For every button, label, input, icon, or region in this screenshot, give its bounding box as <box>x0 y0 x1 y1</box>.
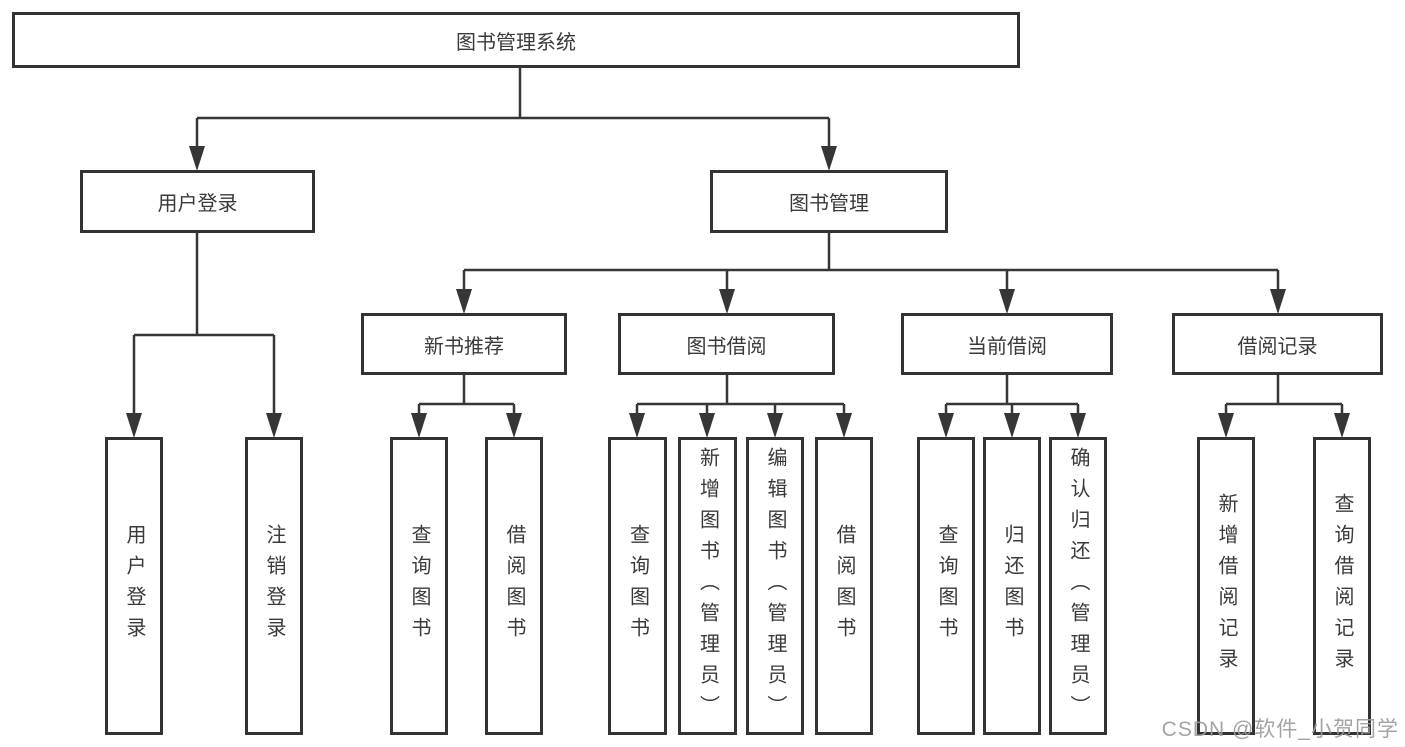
leaf-recommend-query-books: 查询图书 <box>390 437 448 735</box>
node-book-management: 图书管理 <box>710 170 948 233</box>
node-label: 图书管理 <box>789 193 869 215</box>
leaf-add-books-admin: 新增图书（管理员） <box>678 437 737 735</box>
leaf-label: 归还图书 <box>1001 524 1023 648</box>
leaf-label: 查询图书 <box>935 524 957 648</box>
leaf-label: 注销登录 <box>263 524 285 648</box>
leaf-borrow-books: 借阅图书 <box>815 437 873 735</box>
leaf-label: 查询借阅记录 <box>1331 493 1353 679</box>
csdn-watermark: CSDN @软件_小贺同学 <box>1161 718 1399 741</box>
node-user-login: 用户登录 <box>80 170 315 233</box>
arrowheads <box>126 146 1350 438</box>
node-borrow-records: 借阅记录 <box>1172 313 1383 375</box>
leaf-edit-books-admin: 编辑图书（管理员） <box>746 437 804 735</box>
leaf-current-query-books: 查询图书 <box>917 437 975 735</box>
node-label: 当前借阅 <box>967 335 1047 358</box>
leaf-recommend-borrow-books: 借阅图书 <box>485 437 543 735</box>
node-label: 图书管理系统 <box>456 31 576 54</box>
leaf-label: 用户登录 <box>123 524 145 648</box>
leaf-label: 新增图书（管理员） <box>696 446 719 726</box>
leaf-user-login: 用户登录 <box>105 437 163 735</box>
leaf-label: 查询图书 <box>626 524 649 648</box>
leaf-label: 查询图书 <box>408 524 430 648</box>
node-label: 新书推荐 <box>424 335 504 358</box>
leaf-label: 新增借阅记录 <box>1215 493 1237 679</box>
leaf-query-borrow-record: 查询借阅记录 <box>1313 437 1371 735</box>
node-current-borrow: 当前借阅 <box>901 313 1113 375</box>
leaf-logout: 注销登录 <box>245 437 303 735</box>
node-library-management-system: 图书管理系统 <box>12 12 1020 68</box>
node-label: 用户登录 <box>157 193 238 215</box>
leaf-return-books: 归还图书 <box>983 437 1041 735</box>
node-book-borrow: 图书借阅 <box>618 313 835 375</box>
node-new-book-recommend: 新书推荐 <box>361 313 567 375</box>
node-label: 借阅记录 <box>1237 335 1318 358</box>
leaf-confirm-return-admin: 确认归还（管理员） <box>1049 437 1107 735</box>
leaf-add-borrow-record: 新增借阅记录 <box>1197 437 1255 735</box>
leaf-borrow-query-books: 查询图书 <box>608 437 667 735</box>
leaf-label: 借阅图书 <box>503 524 525 648</box>
node-label: 图书借阅 <box>686 335 767 358</box>
leaf-label: 编辑图书（管理员） <box>764 446 786 726</box>
leaf-label: 借阅图书 <box>833 524 855 648</box>
leaf-label: 确认归还（管理员） <box>1067 446 1089 726</box>
